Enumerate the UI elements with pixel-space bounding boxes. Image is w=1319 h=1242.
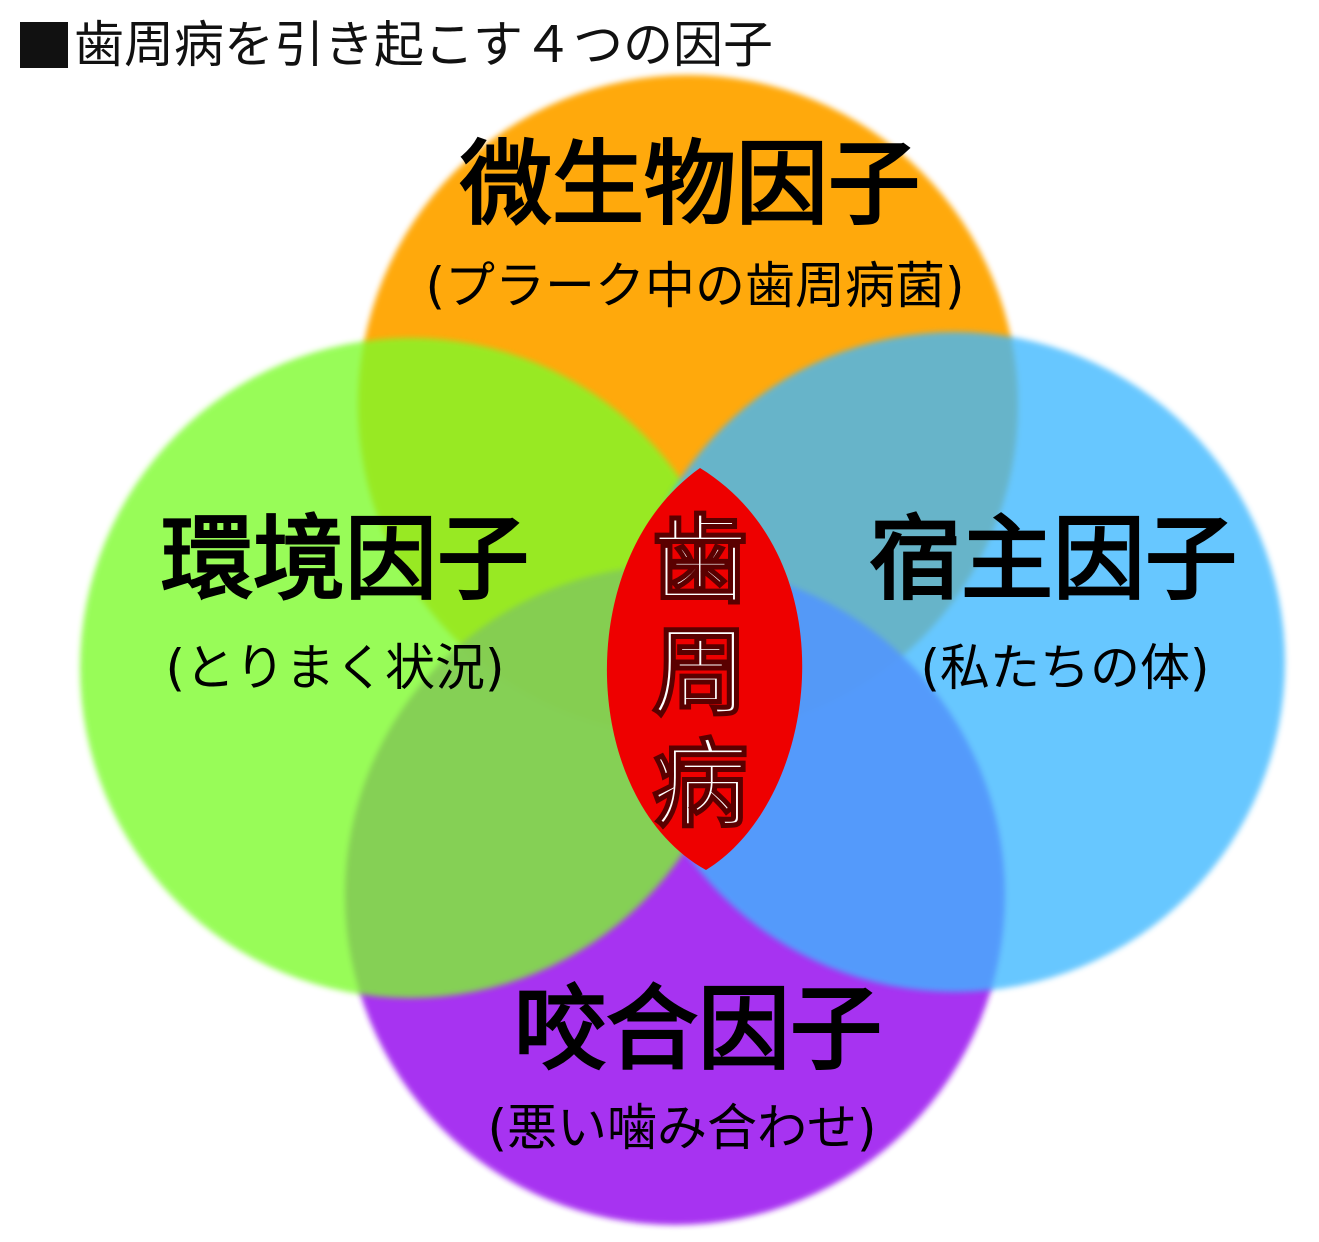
occlusal-factor-subtitle: (悪い噛み合わせ) xyxy=(487,1099,877,1157)
environment-factor-circle xyxy=(80,338,740,998)
microbial-factor-subtitle: (プラーク中の歯周病菌) xyxy=(425,257,965,315)
disease-char-2: 周 xyxy=(651,616,749,730)
page-title: 歯周病を引き起こす４つの因子 xyxy=(20,14,773,76)
disease-char-1: 歯 xyxy=(651,504,749,618)
title-square-icon xyxy=(20,22,68,68)
occlusal-factor-title: 咬合因子 xyxy=(513,976,883,1083)
periodontal-disease-label: 歯 周 病 xyxy=(645,504,755,842)
host-factor-circle xyxy=(625,332,1285,992)
periodontal-disease-leaf xyxy=(606,468,803,870)
host-factor-subtitle: (私たちの体) xyxy=(920,639,1210,697)
host-factor-title: 宿主因子 xyxy=(868,506,1238,613)
microbial-factor-title: 微生物因子 xyxy=(459,131,921,238)
disease-char-3: 病 xyxy=(651,728,749,842)
page-title-text: 歯周病を引き起こす４つの因子 xyxy=(74,16,773,74)
environment-factor-title: 環境因子 xyxy=(160,506,530,613)
environment-factor-subtitle: (とりまく状況) xyxy=(165,639,505,697)
